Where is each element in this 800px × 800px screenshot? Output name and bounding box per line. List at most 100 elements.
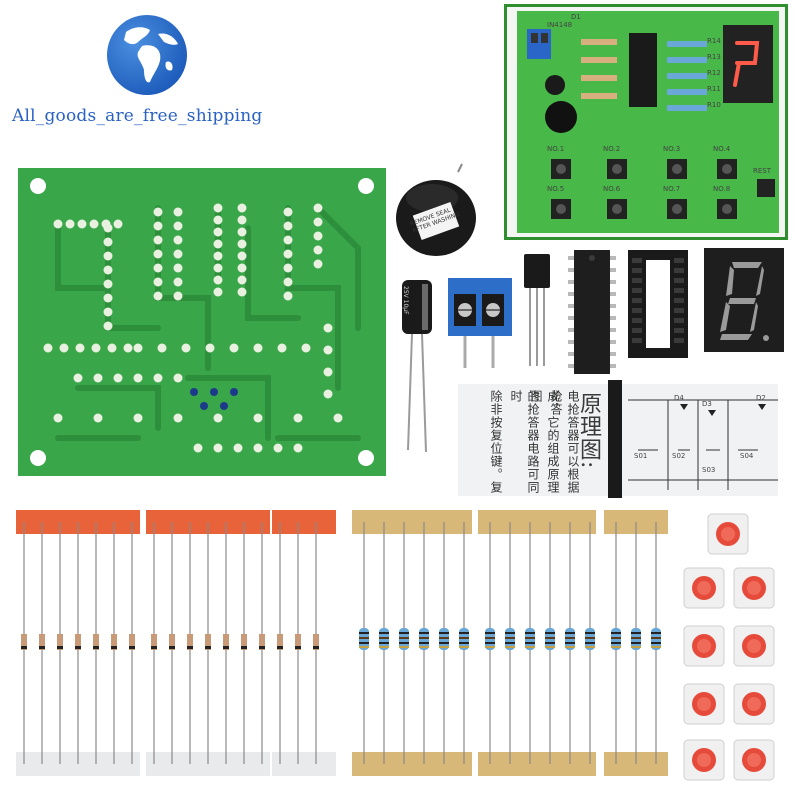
ic-pin [568,280,576,284]
pcb-hole [237,251,247,261]
socket-pin [632,338,642,343]
resistor-band [585,637,595,639]
resistor-band [439,637,449,639]
resistor-band [485,632,495,634]
resistor-band [419,646,429,648]
ic-pin [608,280,616,284]
pcb-hole [133,343,143,353]
seven-segment-display [704,248,784,352]
resistor-band [631,646,641,648]
pcb-hole [103,279,113,289]
socket-pin [632,288,642,293]
pcb-hole [173,373,183,383]
inset-button-cap [722,164,732,174]
inset-resistor [667,73,707,79]
resistor-band [439,632,449,634]
button-label-no2: NO.2 [603,145,621,153]
inset-resistor [581,39,617,45]
pcb-hole [59,343,69,353]
ic-pin [608,352,616,356]
inset-button-cap [612,164,622,174]
resistor-band [651,637,661,639]
pcb-hole [313,245,323,255]
pcb-hole [53,219,63,229]
resistor-label-r13: R13 [707,53,721,61]
resistor-band [611,637,621,639]
resistor-band [651,632,661,634]
pcb-hole [323,323,333,333]
resistor-label-r10: R10 [707,101,721,109]
tactile-button-highlight [697,753,711,767]
diode-body [205,634,211,650]
socket-pin [632,278,642,283]
diode-band [223,646,229,649]
pcb-hole [153,207,163,217]
pcb-hole [213,413,223,423]
pcb-hole [283,263,293,273]
pcb-hole [213,251,223,261]
diode-body [313,634,319,650]
resistor-band [399,632,409,634]
pcb-hole [313,203,323,213]
resistor-label-r14: R14 [707,37,721,45]
resistor-band [439,646,449,648]
resistor-band [585,646,595,648]
socket-pin [632,258,642,263]
diode-band [241,646,247,649]
resistor-band [399,637,409,639]
socket-pin [632,308,642,313]
pcb-hole [213,275,223,285]
pcb-hole [153,373,163,383]
socket-pin [632,318,642,323]
tactile-button-highlight [697,639,711,653]
resistor-band [485,646,495,648]
pcb-hole [283,207,293,217]
ic-pin [568,316,576,320]
pcb-hole [77,219,87,229]
ic-pin [608,364,616,368]
resistor-band [459,642,469,644]
tactile-button-highlight [697,581,711,595]
pcb-hole [237,215,247,225]
pcb-hole [283,221,293,231]
component-strips [16,510,668,776]
diode-band [75,646,81,649]
socket-pin [674,318,684,323]
pcb-hole [323,345,333,355]
resistor-band [585,642,595,644]
diode-band [129,646,135,649]
tactile-button-highlight [721,527,735,541]
button-label-no4: NO.4 [713,145,731,153]
tactile-buttons [683,513,775,781]
tactile-button-highlight [747,581,761,595]
diode-body [93,634,99,650]
resistor-band [379,646,389,648]
pcb-hole [133,413,143,423]
pcb-hole [229,343,239,353]
resistor-band [459,637,469,639]
pcb-hole [301,343,311,353]
resistor-band [525,632,535,634]
resistor-band [565,632,575,634]
manual-text-col-3: 的抢答器电路可同时 [509,390,540,494]
pcb-hole [153,291,163,301]
assembled-board-frame: IN4148 D1 R14 R13 R12 R11 R10 NO.1 NO.2 … [504,4,788,240]
pcb-hole [173,263,183,273]
inset-button-cap [672,164,682,174]
pcb-hole [313,259,323,269]
manual-title: 原理图: [576,392,601,470]
button-label-no1: NO.1 [547,145,565,153]
pcb-hole [53,413,63,423]
diode-band [169,646,175,649]
terminal-block [448,278,512,368]
resistor-band [631,632,641,634]
socket-pin [674,288,684,293]
pcb-hole [237,203,247,213]
pcb-hole [157,343,167,353]
pcb-hole [283,277,293,287]
diode-band [39,646,45,649]
pcb-hole [213,263,223,273]
instruction-manual: 原理图: 电抢答器可以根据抢答 成，它的组成原理图 的抢答器电路可同时 除非按复… [458,380,778,498]
manual-text-col-4: 除非按复位键。复 [489,390,503,494]
pcb-hole [193,443,203,453]
